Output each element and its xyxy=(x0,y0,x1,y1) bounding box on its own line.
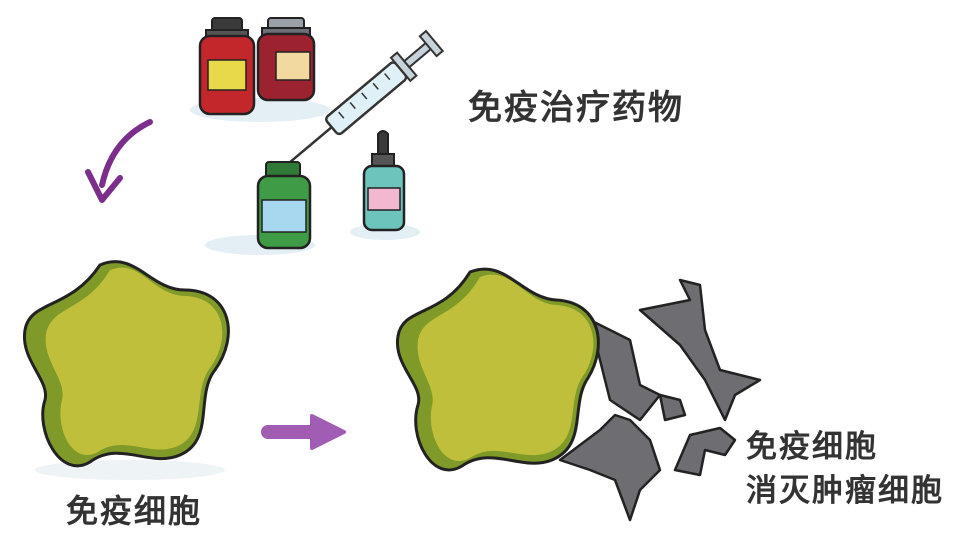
immune-cell xyxy=(22,260,230,468)
drugs-label: 免疫治疗药物 xyxy=(468,88,684,128)
red-medicine-bottle xyxy=(198,17,256,116)
result-label-line2: 消灭肿瘤细胞 xyxy=(746,473,944,509)
syringe xyxy=(286,29,445,166)
result-label: 免疫细胞 消灭肿瘤细胞 xyxy=(746,425,944,513)
immune-cell-attacking xyxy=(396,267,600,472)
dark-red-medicine-bottle xyxy=(256,17,316,102)
right-arrow xyxy=(261,414,346,450)
green-medicine-bottle xyxy=(256,161,312,250)
dropper-bottle xyxy=(362,130,406,232)
result-label-line1: 免疫细胞 xyxy=(746,429,878,465)
immune-cell-label: 免疫细胞 xyxy=(66,492,203,530)
tumor-fragments xyxy=(558,278,762,522)
curved-down-arrow xyxy=(85,119,153,203)
cell-shadow xyxy=(35,460,225,480)
